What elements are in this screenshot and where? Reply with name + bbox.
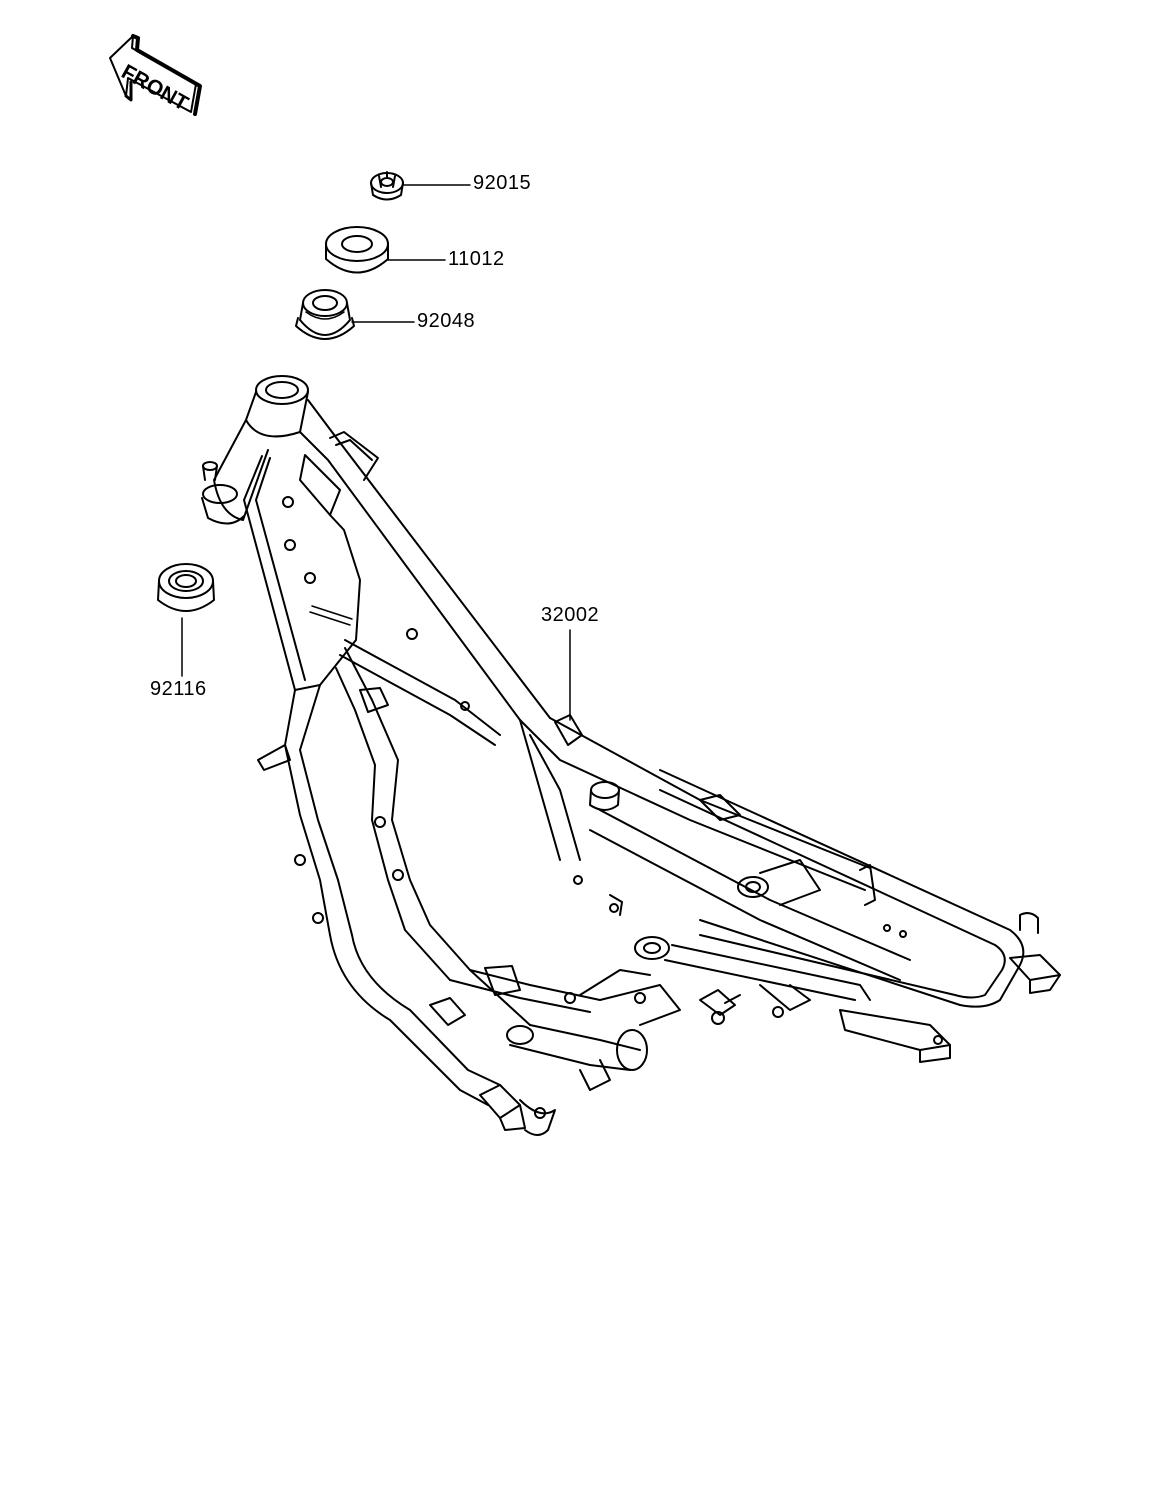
frame-icon xyxy=(202,376,1060,1135)
bearing-seal-icon xyxy=(158,564,214,611)
front-arrow-icon: FRONT xyxy=(110,34,202,116)
part-number-32002: 32002 xyxy=(541,604,600,626)
part-number-92116: 92116 xyxy=(150,678,207,700)
grommet-icon xyxy=(296,290,354,339)
part-number-92048: 92048 xyxy=(417,310,476,332)
nut-icon xyxy=(371,172,403,200)
part-number-11012: 11012 xyxy=(448,248,505,270)
washer-icon xyxy=(326,227,388,273)
part-number-92015: 92015 xyxy=(473,172,532,194)
